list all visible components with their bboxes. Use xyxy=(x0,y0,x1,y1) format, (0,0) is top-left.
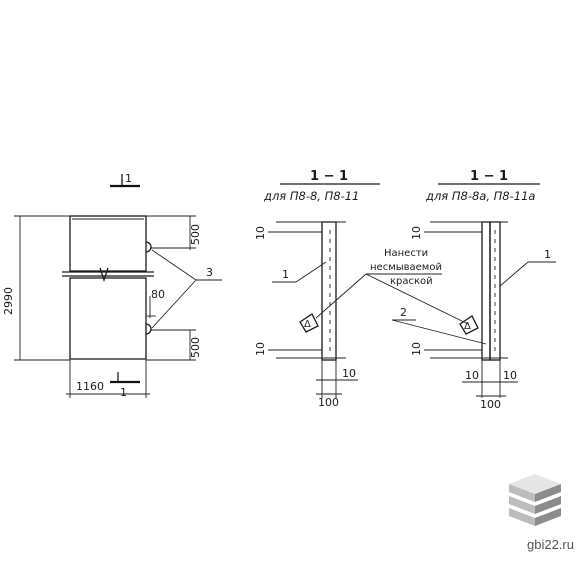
section-a: 1 − 1 для П8-8, П8-11 10 10 10 100 1 Δ xyxy=(254,169,380,409)
section-a-callout-1: 1 xyxy=(282,268,289,281)
section-a-10-top: 10 xyxy=(254,226,267,240)
section-a-100: 100 xyxy=(318,396,339,409)
section-a-marker: Δ xyxy=(304,319,311,330)
logo-slab-left xyxy=(509,484,535,502)
note-line-3: краской xyxy=(390,276,433,287)
note-leader-right xyxy=(365,273,469,325)
break-symbol xyxy=(99,267,109,283)
logo-slab3-right xyxy=(535,508,561,526)
panel-elevation: 1 2990 500 80 500 3 xyxy=(2,172,222,399)
logo-slab2-right xyxy=(535,496,561,514)
dim-80-label: 80 xyxy=(151,288,165,301)
section-b-marker-diamond xyxy=(459,315,479,335)
paint-note: Нанести несмываемой краской xyxy=(315,248,469,325)
callout-3-leader-b xyxy=(151,279,197,329)
section-b-10-right: 10 xyxy=(503,369,517,382)
section-a-callout-1-leader xyxy=(295,261,327,283)
section-b-callout-1: 1 xyxy=(544,248,551,261)
section-b-layer-left xyxy=(481,221,491,361)
dim-2990-label: 2990 xyxy=(2,287,15,315)
section-a-title: 1 − 1 xyxy=(310,169,348,184)
section-b-marker: Δ xyxy=(464,321,471,332)
section-b-callout-2: 2 xyxy=(400,306,407,319)
section-b-callout-1-leader xyxy=(499,261,529,287)
dim-1160-label: 1160 xyxy=(76,380,104,393)
section-b-callout-2-leader xyxy=(391,319,487,345)
section-b-subtitle: для П8-8а, П8-11а xyxy=(425,189,535,203)
note-line-2: несмываемой xyxy=(370,262,442,273)
section-b-title: 1 − 1 xyxy=(470,169,508,184)
callout-3-label: 3 xyxy=(206,266,213,279)
callout-3-leader-a xyxy=(151,249,197,281)
section-a-body xyxy=(321,221,337,361)
note-leader-left xyxy=(315,273,367,319)
section-a-10-bottom: 10 xyxy=(254,342,267,356)
panel-upper xyxy=(69,215,147,272)
section-b-10-top: 10 xyxy=(410,226,423,240)
loop-lower xyxy=(145,323,152,335)
section-a-marker-diamond xyxy=(299,313,319,333)
section-b: 1 − 1 для П8-8а, П8-11а 10 10 10 10 100 … xyxy=(391,169,556,411)
section-mark-bottom-label: 1 xyxy=(120,386,127,399)
logo-slab2-left xyxy=(509,496,535,514)
note-line-1: Нанести xyxy=(384,248,428,259)
dim-500-top-label: 500 xyxy=(189,224,202,245)
section-a-10-right: 10 xyxy=(342,367,356,380)
section-a-subtitle: для П8-8, П8-11 xyxy=(263,189,359,203)
section-b-100: 100 xyxy=(480,398,501,411)
panel-lower xyxy=(69,277,147,360)
section-mark-top-label: 1 xyxy=(125,172,132,185)
watermark-text: gbi22.ru xyxy=(527,537,574,552)
logo-slab-right xyxy=(535,484,561,502)
dim-500-bottom-label: 500 xyxy=(189,337,202,358)
loop-upper xyxy=(145,241,152,253)
section-b-10-bottom: 10 xyxy=(410,342,423,356)
section-b-10-left: 10 xyxy=(465,369,479,382)
watermark-logo-icon xyxy=(509,474,561,526)
logo-slab3-left xyxy=(509,508,535,526)
